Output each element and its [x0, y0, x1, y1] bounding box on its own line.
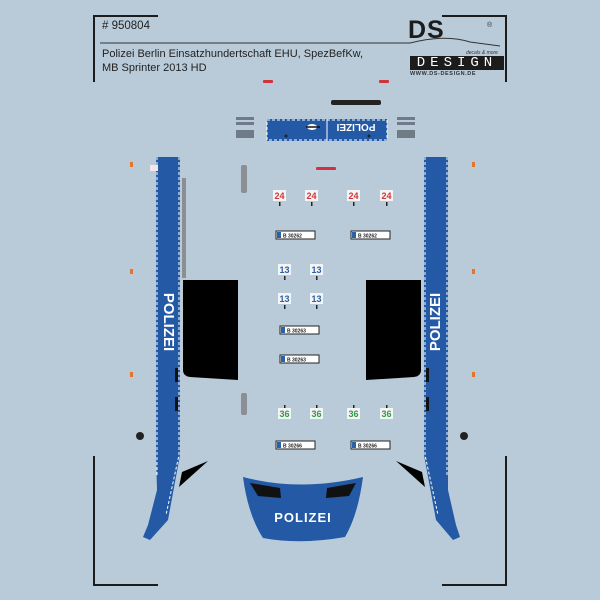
license-plate: B 30266 [350, 440, 391, 450]
svg-text:13: 13 [279, 294, 289, 304]
right-side-band: POLIZEI [424, 157, 460, 540]
right-window-decal [366, 280, 421, 380]
unit-number-36: 36 [347, 405, 360, 419]
logo-tagline: decals & more [466, 50, 498, 56]
unit-number-36: 36 [310, 405, 323, 419]
unit-number-24: 24 [305, 190, 318, 206]
sheet-title-line2: MB Sprinter 2013 HD [102, 62, 207, 74]
left-window-decal [183, 280, 238, 380]
article-number: # 950804 [102, 20, 150, 32]
right-mirror-decal [396, 461, 425, 487]
grille-decals [236, 117, 415, 138]
orange-marker-decals [130, 162, 475, 377]
svg-text:B 30263: B 30263 [287, 329, 306, 335]
logo-registered: ® [487, 22, 493, 29]
svg-text:13: 13 [311, 294, 321, 304]
unit-number-13: 13 [278, 293, 291, 309]
left-polizei-text: POLIZEI [160, 293, 177, 351]
svg-text:36: 36 [311, 409, 321, 419]
logo-design: DESIGN [410, 56, 504, 70]
right-polizei-text: POLIZEI [427, 293, 444, 351]
crop-marks [93, 15, 507, 586]
black-strip-decal [331, 100, 381, 105]
license-plate: B 30262 [275, 230, 316, 240]
left-side-band: POLIZEI [143, 157, 180, 540]
marker-light-decal [150, 165, 158, 171]
svg-text:B 30263: B 30263 [287, 358, 306, 364]
rear-polizei-text: POLIZEI [336, 121, 375, 132]
svg-text:24: 24 [306, 191, 316, 201]
logo-swoosh [100, 37, 501, 47]
rear-door-band: POLIZEI [266, 119, 388, 141]
license-plate: B 30263 [279, 354, 320, 364]
fuel-cap-decal [136, 432, 144, 440]
unit-number-24: 24 [380, 190, 393, 206]
license-plate: B 30262 [350, 230, 391, 240]
red-light-decal [263, 80, 273, 83]
logo-url: WWW.DS-DESIGN.DE [410, 71, 477, 77]
hood-decal: POLIZEI [243, 477, 363, 542]
unit-number-13: 13 [310, 293, 323, 309]
unit-number-13: 13 [278, 264, 291, 280]
side-trim-strip [182, 178, 186, 278]
svg-text:13: 13 [311, 265, 321, 275]
svg-text:B 30266: B 30266 [283, 444, 302, 450]
hood-polizei-text: POLIZEI [274, 510, 332, 525]
svg-text:36: 36 [279, 409, 289, 419]
license-plate: B 30263 [279, 325, 320, 335]
svg-text:36: 36 [381, 409, 391, 419]
license-plate: B 30266 [275, 440, 316, 450]
fuel-cap-decal [460, 432, 468, 440]
svg-text:B 30262: B 30262 [283, 234, 302, 240]
unit-number-24: 24 [347, 190, 360, 206]
handle-decal [241, 393, 247, 415]
svg-text:B 30266: B 30266 [358, 444, 377, 450]
red-light-decal [316, 167, 336, 170]
red-light-decal [379, 80, 389, 83]
unit-number-36: 36 [278, 405, 291, 419]
svg-text:36: 36 [348, 409, 358, 419]
unit-number-36: 36 [380, 405, 393, 419]
svg-text:24: 24 [274, 191, 284, 201]
unit-number-24: 24 [273, 190, 286, 206]
svg-text:24: 24 [381, 191, 391, 201]
unit-number-13: 13 [310, 264, 323, 280]
svg-text:B 30262: B 30262 [358, 234, 377, 240]
handle-decal [241, 165, 247, 193]
sheet-title-line1: Polizei Berlin Einsatzhundertschaft EHU,… [102, 48, 364, 60]
svg-text:13: 13 [279, 265, 289, 275]
svg-text:24: 24 [348, 191, 358, 201]
left-mirror-decal [179, 461, 208, 487]
